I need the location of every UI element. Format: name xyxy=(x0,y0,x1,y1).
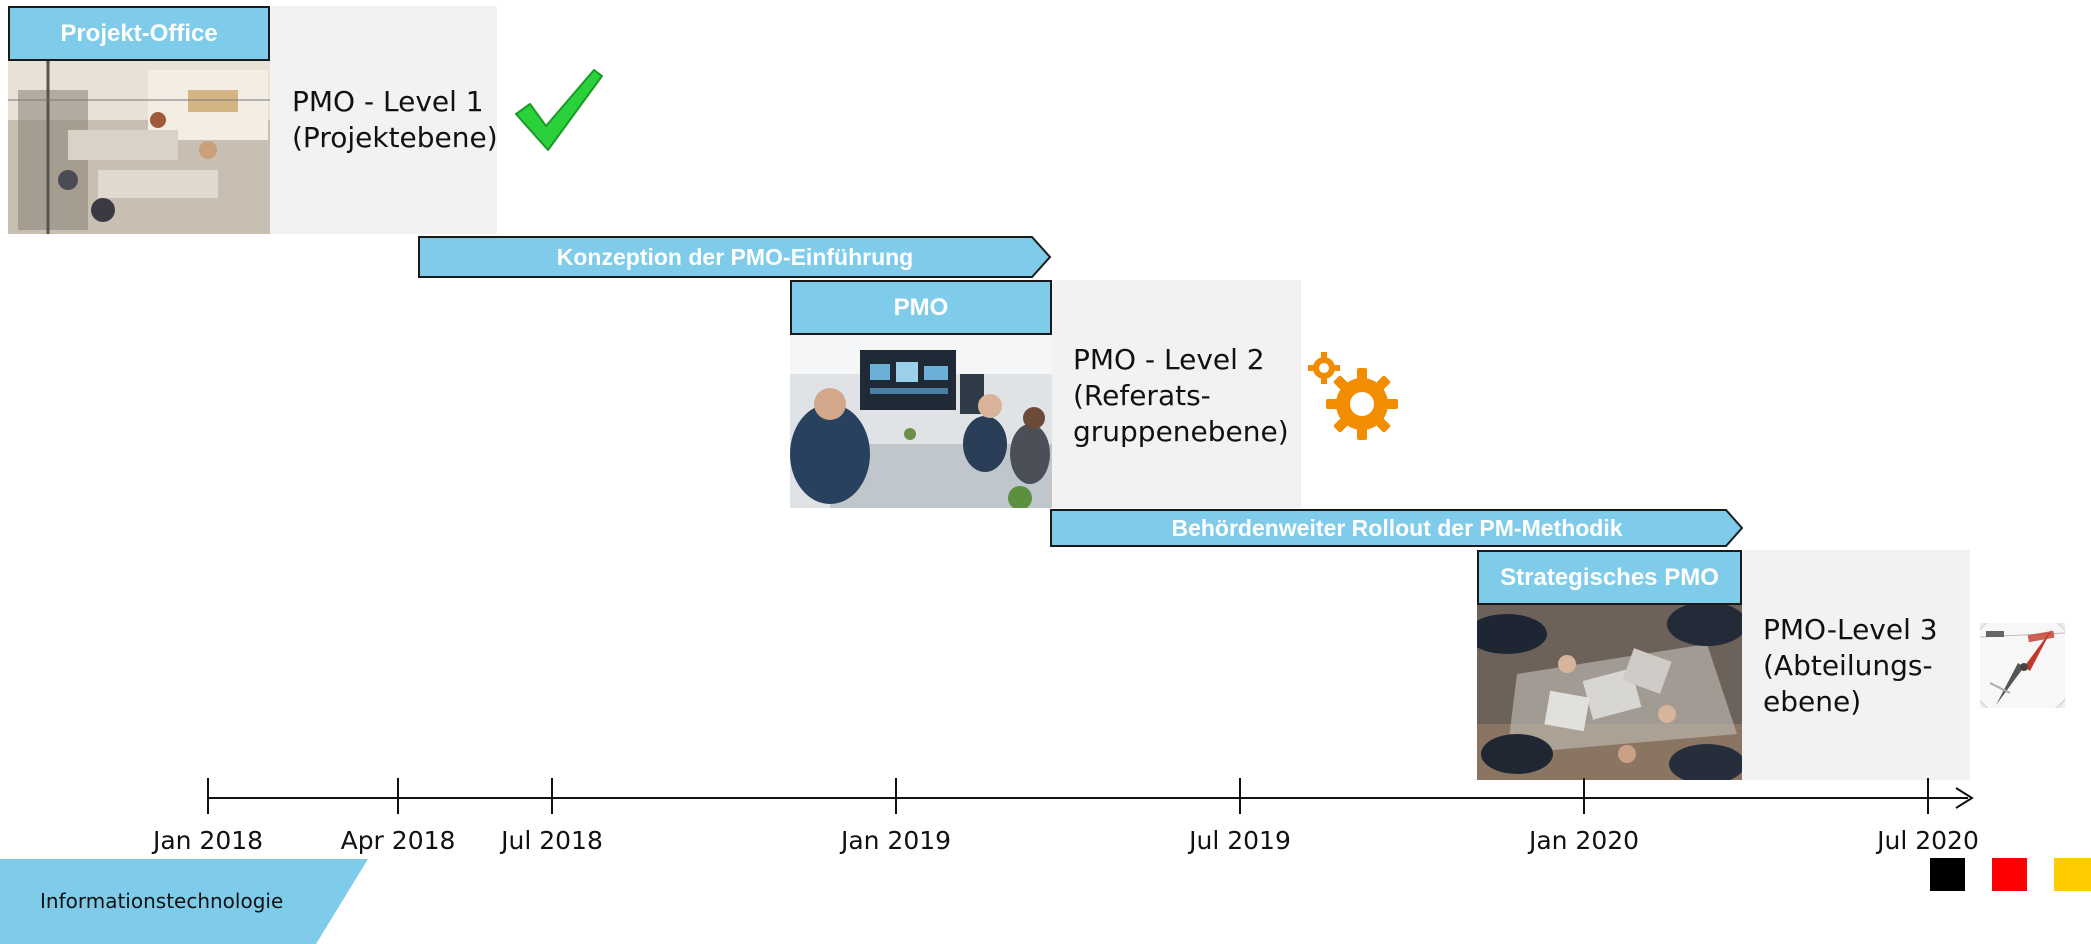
compass-icon xyxy=(1980,623,2065,708)
phase-label-konzeption: Konzeption der PMO-Einführung xyxy=(556,243,914,270)
checkmark-icon xyxy=(510,64,604,154)
level-2-tab: PMO xyxy=(790,280,1052,335)
timeline-axis xyxy=(0,770,2091,840)
timeline-tick-label: Jan 2020 xyxy=(1528,826,1640,855)
phase-arrow-konzeption: Konzeption der PMO-Einführung xyxy=(418,236,1052,278)
timeline-tick-label: Jul 2019 xyxy=(1189,826,1291,855)
level-2-tab-label: PMO xyxy=(893,293,949,321)
flag-square-red xyxy=(1992,858,2027,891)
level-1-tab: Projekt-Office xyxy=(8,6,270,61)
level-3-description: PMO-Level 3 (Abteilungs- ebene) xyxy=(1763,612,1938,720)
timeline-tick-label: Jan 2018 xyxy=(152,826,264,855)
level-1-photo xyxy=(8,60,270,234)
timeline-tick-label: Apr 2018 xyxy=(340,826,456,855)
level-3-line-1: PMO-Level 3 xyxy=(1763,613,1938,646)
level-3-line-2: (Abteilungs- xyxy=(1763,649,1933,682)
timeline-arrowhead xyxy=(1955,787,1974,809)
level-2-line-3: gruppenebene) xyxy=(1073,415,1289,448)
gears-icon xyxy=(1306,350,1400,444)
flag-square-black xyxy=(1930,858,1965,891)
level-3-tab-label: Strategisches PMO xyxy=(1500,563,1719,591)
level-2-line-2: (Referats- xyxy=(1073,379,1211,412)
timeline-tick-label: Jul 2018 xyxy=(501,826,603,855)
timeline-tick-label: Jan 2019 xyxy=(840,826,952,855)
level-2-line-1: PMO - Level 2 xyxy=(1073,343,1265,376)
level-1-tab-label: Projekt-Office xyxy=(60,19,218,47)
phase-arrow-rollout: Behördenweiter Rollout der PM-Methodik xyxy=(1050,509,1744,547)
phase-label-rollout: Behördenweiter Rollout der PM-Methodik xyxy=(1171,514,1623,541)
level-1-line-2: (Projektebene) xyxy=(292,121,498,154)
footer-banner: Informationstechnologie xyxy=(0,859,368,944)
timeline-tick-label: Jul 2020 xyxy=(1877,826,1979,855)
level-3-tab: Strategisches PMO xyxy=(1477,550,1742,605)
flag-square-gold xyxy=(2054,858,2091,891)
level-1-line-1: PMO - Level 1 xyxy=(292,85,484,118)
level-2-photo xyxy=(790,334,1052,508)
level-3-photo xyxy=(1477,604,1742,780)
footer-label: Informationstechnologie xyxy=(40,889,284,913)
level-3-line-3: ebene) xyxy=(1763,685,1862,718)
level-2-description: PMO - Level 2 (Referats- gruppenebene) xyxy=(1073,342,1289,450)
level-1-description: PMO - Level 1 (Projektebene) xyxy=(292,84,498,156)
